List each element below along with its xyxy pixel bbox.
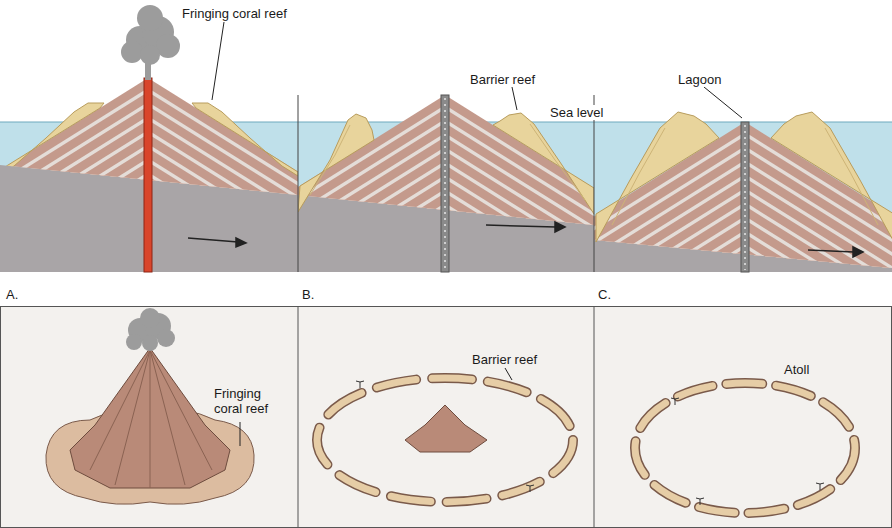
extinct-conduit	[441, 95, 449, 272]
conduit-texture	[444, 98, 446, 270]
panel-letter: B.	[300, 287, 316, 302]
panel-letter: C.	[596, 287, 613, 302]
fringing-reef	[0, 103, 298, 176]
part-label: Atoll	[782, 362, 811, 377]
eruption-cloud	[126, 308, 175, 351]
part-label: Lagoon	[676, 72, 723, 87]
magma-conduit	[144, 78, 152, 272]
map-panel	[1, 307, 892, 528]
barrier-reef	[298, 113, 594, 214]
motion-arrow	[188, 222, 863, 257]
conduit-texture	[744, 125, 746, 270]
atoll-ring	[635, 383, 855, 513]
label-holder: Barrier reef	[468, 70, 537, 88]
label-holder: Fringing coral reef	[180, 4, 289, 22]
leader-line	[240, 422, 241, 446]
eruption-cloud	[121, 5, 180, 80]
leader-line	[505, 368, 512, 380]
extinct-conduit	[741, 122, 749, 272]
label-holder: Atoll	[782, 360, 811, 378]
label-holder: B.	[300, 285, 316, 303]
sinking-volcano	[405, 405, 487, 452]
label-holder: C.	[596, 285, 613, 303]
panel-letter: A.	[4, 287, 20, 302]
panel-divider	[298, 306, 299, 528]
label-holder: A.	[4, 285, 20, 303]
panel-divider	[298, 95, 299, 272]
part-label: Barrier reef	[468, 72, 537, 87]
label-holder: Sea level	[548, 103, 605, 121]
atoll-reef	[596, 112, 892, 242]
volcanic-island	[46, 348, 254, 504]
leader-line	[212, 22, 742, 118]
panel-divider	[594, 306, 595, 528]
part-label: Fringing coral reef	[212, 386, 286, 416]
label-holder: Barrier reef	[470, 350, 539, 368]
part-label: Barrier reef	[470, 352, 539, 367]
part-label: Sea level	[548, 105, 605, 120]
part-label: Fringing coral reef	[180, 6, 289, 21]
panel-divider	[594, 95, 595, 272]
label-holder: Lagoon	[676, 70, 723, 88]
palm-tree	[356, 381, 824, 505]
label-holder: Fringing coral reef	[212, 386, 286, 417]
barrier-reef-ring	[317, 378, 573, 502]
